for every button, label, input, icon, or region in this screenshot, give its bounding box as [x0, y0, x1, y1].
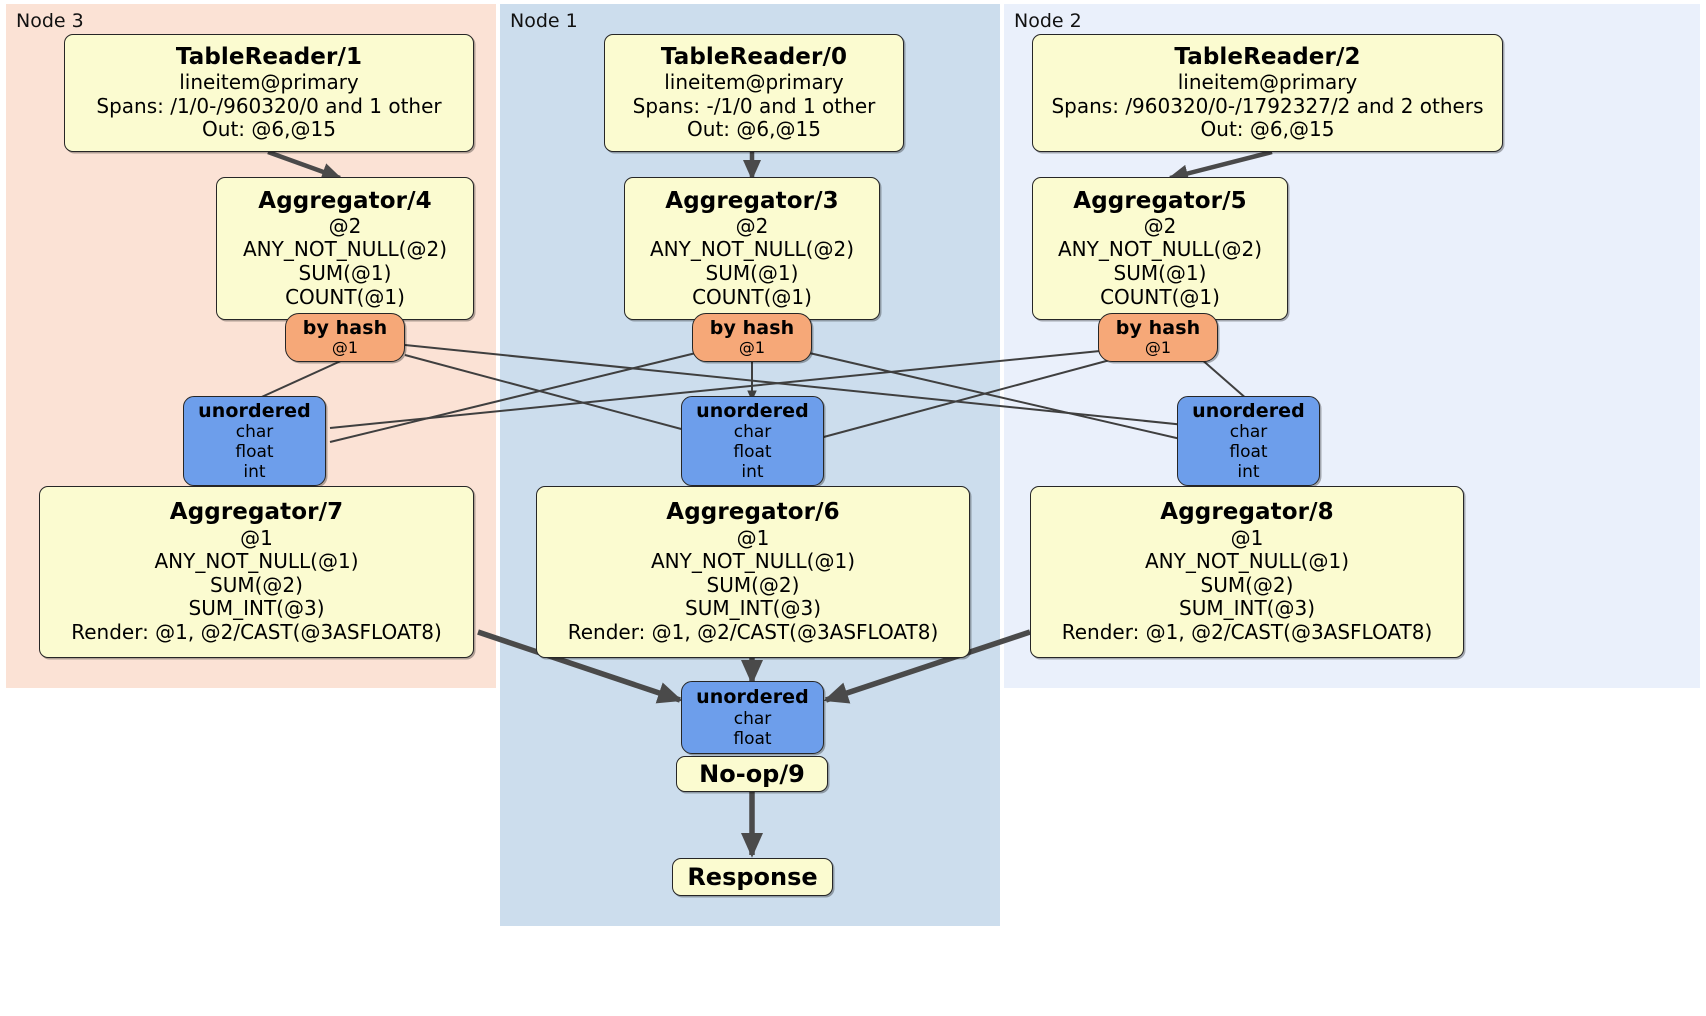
aggregator-4-group: @2 — [328, 213, 362, 238]
response-title: Response — [687, 862, 818, 891]
table-reader-0-spans: Spans: -/1/0 and 1 other — [632, 93, 876, 118]
aggregator-6-group: @1 — [736, 525, 770, 550]
table-reader-1-table: lineitem@primary — [179, 70, 359, 95]
aggregator-4[interactable]: Aggregator/4 @2 ANY_NOT_NULL(@2) SUM(@1)… — [216, 177, 474, 320]
table-reader-2[interactable]: TableReader/2 lineitem@primary Spans: /9… — [1032, 34, 1503, 152]
hash-router-node1-title: by hash — [709, 316, 795, 339]
final-unordered-input-title: unordered — [696, 686, 809, 709]
no-op-9-title: No-op/9 — [699, 759, 805, 788]
aggregator-5[interactable]: Aggregator/5 @2 ANY_NOT_NULL(@2) SUM(@1)… — [1032, 177, 1288, 320]
no-op-9[interactable]: No-op/9 — [676, 756, 828, 792]
response[interactable]: Response — [672, 858, 833, 896]
final-unordered-input-type-1: float — [733, 728, 772, 749]
unordered-input-node3[interactable]: unordered char float int — [183, 396, 326, 486]
aggregator-7-agg-2: SUM_INT(@3) — [188, 596, 325, 621]
aggregator-6-agg-0: ANY_NOT_NULL(@1) — [651, 549, 855, 574]
unordered-input-node1-type-2: int — [741, 462, 764, 483]
unordered-input-node3-type-1: float — [235, 442, 274, 463]
aggregator-8-agg-2: SUM_INT(@3) — [1179, 596, 1315, 621]
unordered-input-node3-type-2: int — [243, 462, 266, 483]
aggregator-5-agg-0: ANY_NOT_NULL(@2) — [1058, 237, 1262, 262]
hash-router-node3-column: @1 — [331, 338, 359, 358]
unordered-input-node2-title: unordered — [1192, 399, 1305, 422]
panel-node1-label: Node 1 — [510, 10, 578, 32]
aggregator-6[interactable]: Aggregator/6 @1 ANY_NOT_NULL(@1) SUM(@2)… — [536, 486, 970, 658]
aggregator-4-agg-2: COUNT(@1) — [285, 284, 405, 309]
final-unordered-input[interactable]: unordered char float — [681, 681, 824, 754]
unordered-input-node2[interactable]: unordered char float int — [1177, 396, 1320, 486]
hash-router-node2-title: by hash — [1115, 316, 1201, 339]
unordered-input-node2-type-1: float — [1229, 442, 1268, 463]
table-reader-0[interactable]: TableReader/0 lineitem@primary Spans: -/… — [604, 34, 904, 152]
hash-router-node2[interactable]: by hash @1 — [1098, 313, 1218, 362]
aggregator-8-render: Render: @1, @2/CAST(@3ASFLOAT8) — [1061, 619, 1433, 644]
aggregator-4-agg-1: SUM(@1) — [298, 261, 392, 286]
hash-router-node1[interactable]: by hash @1 — [692, 313, 812, 362]
aggregator-8-agg-0: ANY_NOT_NULL(@1) — [1145, 549, 1349, 574]
aggregator-8-title: Aggregator/8 — [1160, 499, 1334, 526]
hash-router-node3[interactable]: by hash @1 — [285, 313, 405, 362]
aggregator-8-group: @1 — [1230, 525, 1264, 550]
table-reader-2-table: lineitem@primary — [1177, 70, 1358, 95]
aggregator-7[interactable]: Aggregator/7 @1 ANY_NOT_NULL(@1) SUM(@2)… — [39, 486, 474, 658]
unordered-input-node1[interactable]: unordered char float int — [681, 396, 824, 486]
aggregator-3[interactable]: Aggregator/3 @2 ANY_NOT_NULL(@2) SUM(@1)… — [624, 177, 880, 320]
table-reader-1-out: Out: @6,@15 — [202, 117, 336, 142]
aggregator-5-group: @2 — [1143, 213, 1177, 238]
aggregator-8[interactable]: Aggregator/8 @1 ANY_NOT_NULL(@1) SUM(@2)… — [1030, 486, 1464, 658]
panel-node3-label: Node 3 — [16, 10, 84, 32]
aggregator-7-render: Render: @1, @2/CAST(@3ASFLOAT8) — [71, 619, 442, 644]
hash-router-node3-title: by hash — [302, 316, 388, 339]
table-reader-2-out: Out: @6,@15 — [1200, 117, 1335, 142]
hash-router-node2-column: @1 — [1144, 338, 1172, 358]
aggregator-5-title: Aggregator/5 — [1073, 187, 1247, 214]
table-reader-1-title: TableReader/1 — [175, 44, 363, 71]
aggregator-6-title: Aggregator/6 — [666, 499, 840, 526]
unordered-input-node2-type-0: char — [1229, 422, 1268, 443]
aggregator-3-agg-0: ANY_NOT_NULL(@2) — [650, 237, 854, 262]
table-reader-2-title: TableReader/2 — [1174, 44, 1361, 71]
aggregator-6-agg-2: SUM_INT(@3) — [685, 596, 821, 621]
table-reader-0-out: Out: @6,@15 — [687, 117, 821, 142]
unordered-input-node3-type-0: char — [235, 422, 274, 443]
unordered-input-node1-title: unordered — [696, 399, 809, 422]
aggregator-3-title: Aggregator/3 — [665, 187, 839, 214]
table-reader-2-spans: Spans: /960320/0-/1792327/2 and 2 others — [1051, 93, 1484, 118]
aggregator-3-group: @2 — [735, 213, 769, 238]
aggregator-7-group: @1 — [240, 525, 273, 550]
unordered-input-node2-type-2: int — [1237, 462, 1260, 483]
aggregator-6-agg-1: SUM(@2) — [706, 572, 800, 597]
aggregator-7-title: Aggregator/7 — [169, 499, 344, 526]
table-reader-1[interactable]: TableReader/1 lineitem@primary Spans: /1… — [64, 34, 474, 152]
table-reader-0-table: lineitem@primary — [664, 70, 844, 95]
panel-node2-label: Node 2 — [1014, 10, 1082, 32]
aggregator-8-agg-1: SUM(@2) — [1200, 572, 1294, 597]
aggregator-7-agg-0: ANY_NOT_NULL(@1) — [154, 549, 359, 574]
aggregator-7-agg-1: SUM(@2) — [210, 572, 303, 597]
final-unordered-input-type-0: char — [733, 708, 772, 729]
table-reader-0-title: TableReader/0 — [660, 44, 848, 71]
aggregator-5-agg-2: COUNT(@1) — [1100, 284, 1220, 309]
aggregator-3-agg-1: SUM(@1) — [705, 261, 799, 286]
unordered-input-node1-type-0: char — [733, 422, 772, 443]
aggregator-4-agg-0: ANY_NOT_NULL(@2) — [243, 237, 447, 262]
hash-router-node1-column: @1 — [738, 338, 766, 358]
unordered-input-node3-title: unordered — [198, 399, 311, 422]
aggregator-6-render: Render: @1, @2/CAST(@3ASFLOAT8) — [567, 619, 939, 644]
unordered-input-node1-type-1: float — [733, 442, 772, 463]
aggregator-3-agg-2: COUNT(@1) — [692, 284, 812, 309]
table-reader-1-spans: Spans: /1/0-/960320/0 and 1 other — [96, 93, 442, 118]
aggregator-5-agg-1: SUM(@1) — [1113, 261, 1207, 286]
aggregator-4-title: Aggregator/4 — [258, 187, 432, 214]
